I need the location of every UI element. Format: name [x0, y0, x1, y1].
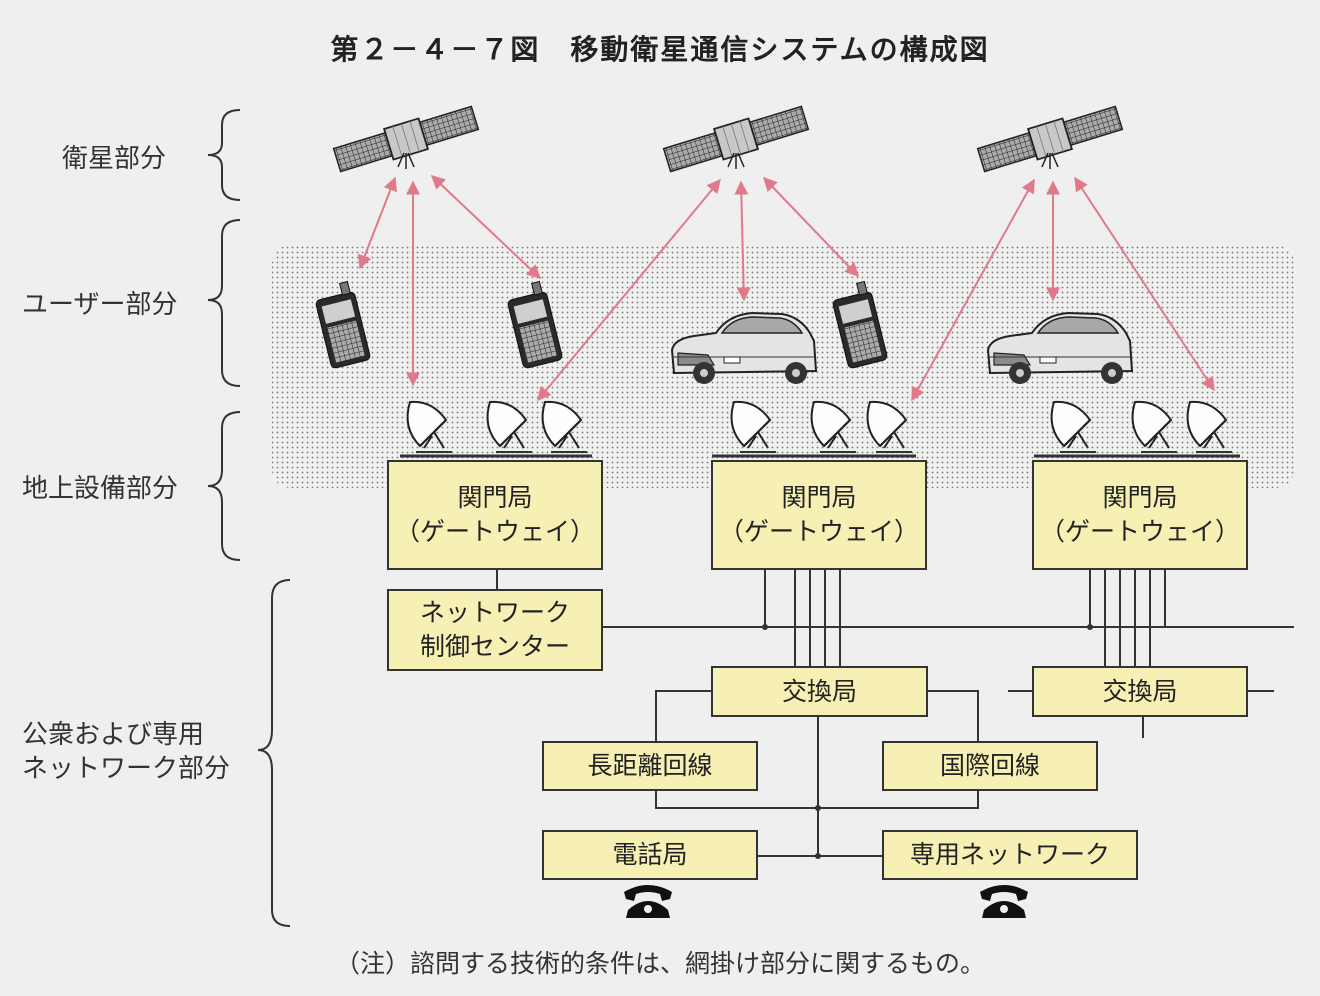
- gateway-label: 関門局: [781, 483, 857, 512]
- gateway-sublabel: （ゲートウェイ）: [394, 517, 595, 546]
- figure-title: 第２－４－７図 移動衛星通信システムの構成図: [330, 33, 990, 66]
- gateway-sublabel: （ゲートウェイ）: [1039, 517, 1240, 546]
- gateway-box: 関門局 （ゲートウェイ）: [1032, 460, 1248, 570]
- telephone-office-label: 電話局: [612, 840, 688, 869]
- gateway-box: 関門局 （ゲートウェイ）: [711, 460, 927, 570]
- ground-brace: [207, 411, 241, 561]
- international-line-box: 国際回線: [882, 741, 1098, 791]
- network-control-center-box: ネットワーク 制御センター: [387, 589, 603, 671]
- layer-label-ground: 地上設備部分: [22, 474, 179, 504]
- long-distance-line-box: 長距離回線: [542, 741, 758, 791]
- network-control-line2: 制御センター: [419, 632, 570, 661]
- exchange-box: 交換局: [711, 666, 928, 717]
- exchange-box: 交換局: [1032, 666, 1248, 717]
- footnote: （注）諮問する技術的条件は、網掛け部分に関するもの。: [334, 949, 985, 978]
- connection-lines: [496, 568, 1294, 857]
- layer-label-user: ユーザー部分: [22, 290, 178, 320]
- long-distance-label: 長距離回線: [587, 751, 713, 780]
- international-label: 国際回線: [939, 751, 1040, 780]
- gateway-label: 関門局: [457, 483, 533, 512]
- layer-label-network: 公衆および専用 ネットワーク部分: [22, 718, 230, 786]
- private-network-label: 専用ネットワーク: [909, 840, 1110, 869]
- network-brace: [257, 579, 291, 927]
- network-control-line1: ネットワーク: [419, 598, 570, 627]
- layer-label-network-line2: ネットワーク部分: [22, 754, 231, 784]
- telephone-icon: [624, 885, 672, 918]
- link-arrows: [358, 175, 1215, 402]
- exchange-label: 交換局: [781, 676, 857, 706]
- satellite-icon: [975, 101, 1125, 177]
- exchange-label: 交換局: [1102, 676, 1178, 706]
- satellite-brace: [207, 109, 241, 201]
- layer-label-network-line1: 公衆および専用: [22, 720, 205, 750]
- gateway-sublabel: （ゲートウェイ）: [718, 517, 919, 546]
- private-network-box: 専用ネットワーク: [882, 830, 1138, 880]
- gateway-label: 関門局: [1102, 483, 1178, 512]
- gateway-box: 関門局 （ゲートウェイ）: [387, 460, 603, 570]
- satellite-icon: [661, 101, 811, 177]
- user-brace: [207, 219, 241, 387]
- satellite-icon: [331, 101, 481, 177]
- layer-label-satellite: 衛星部分: [62, 144, 167, 174]
- telephone-office-box: 電話局: [542, 830, 758, 880]
- telephone-icon: [980, 885, 1028, 918]
